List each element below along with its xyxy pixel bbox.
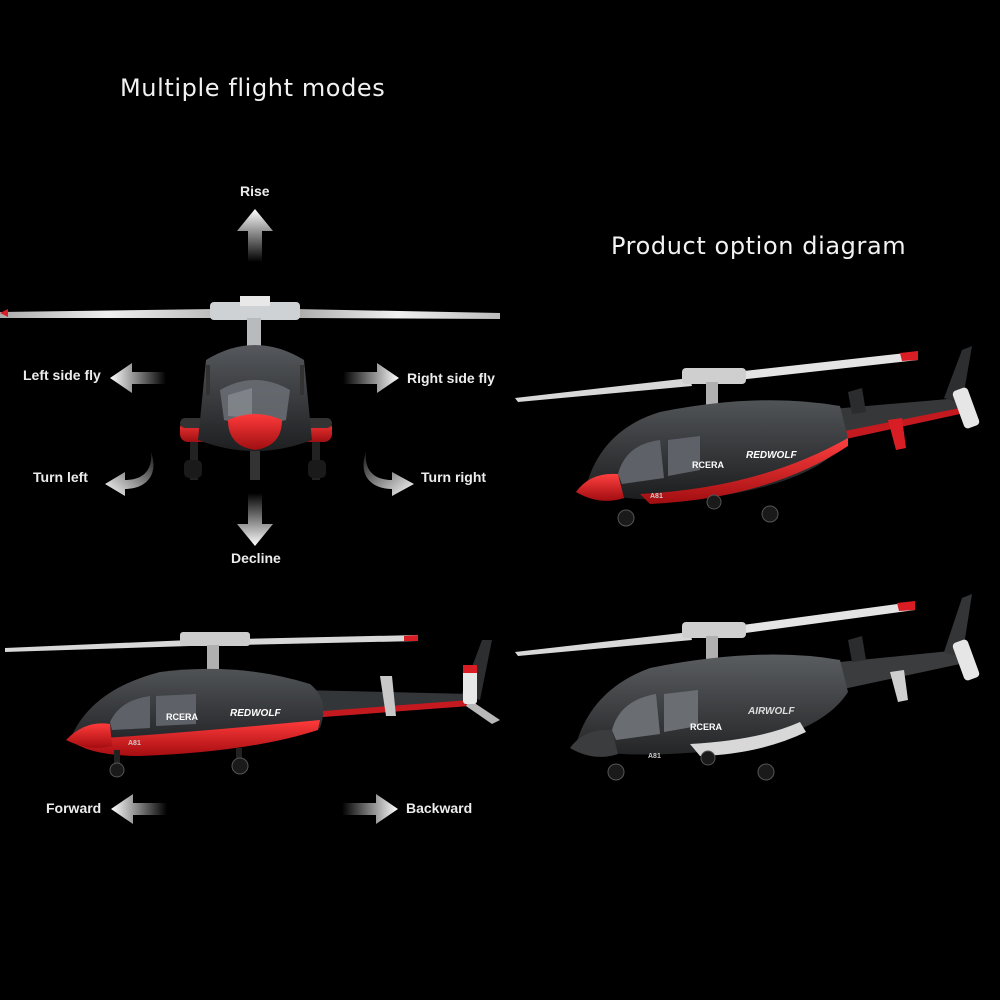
brand-decal: RCERA: [166, 712, 199, 722]
forward-label: Forward: [46, 800, 102, 816]
flight-modes-title: Multiple flight modes: [120, 74, 386, 102]
turn-right-arrow-icon: [363, 452, 414, 496]
code-decal: A81: [128, 740, 141, 747]
code-decal-3: A81: [648, 753, 661, 760]
turn-left-label: Turn left: [33, 469, 88, 485]
turn-right-label: Turn right: [421, 469, 487, 485]
rise-label: Rise: [240, 183, 270, 199]
arrow-backward-icon: [342, 794, 398, 824]
model-decal-2: REDWOLF: [746, 450, 797, 461]
arrow-forward-icon: [111, 794, 167, 824]
brand-decal-2: RCERA: [692, 460, 725, 470]
arrow-left-icon: [110, 363, 166, 393]
backward-label: Backward: [406, 800, 473, 816]
arrow-down-icon: [237, 493, 273, 546]
turn-left-arrow-icon: [105, 452, 154, 496]
product-options-title: Product option diagram: [611, 232, 907, 260]
code-decal-2: A81: [650, 493, 663, 500]
decline-label: Decline: [231, 550, 281, 566]
right-side-fly-label: Right side fly: [407, 370, 495, 386]
arrow-right-icon: [343, 363, 399, 393]
model-decal: REDWOLF: [230, 708, 281, 719]
arrow-up-icon: [237, 209, 273, 262]
brand-decal-3: RCERA: [690, 722, 723, 732]
model-decal-3: AIRWOLF: [747, 706, 795, 717]
left-side-fly-label: Left side fly: [23, 367, 101, 383]
